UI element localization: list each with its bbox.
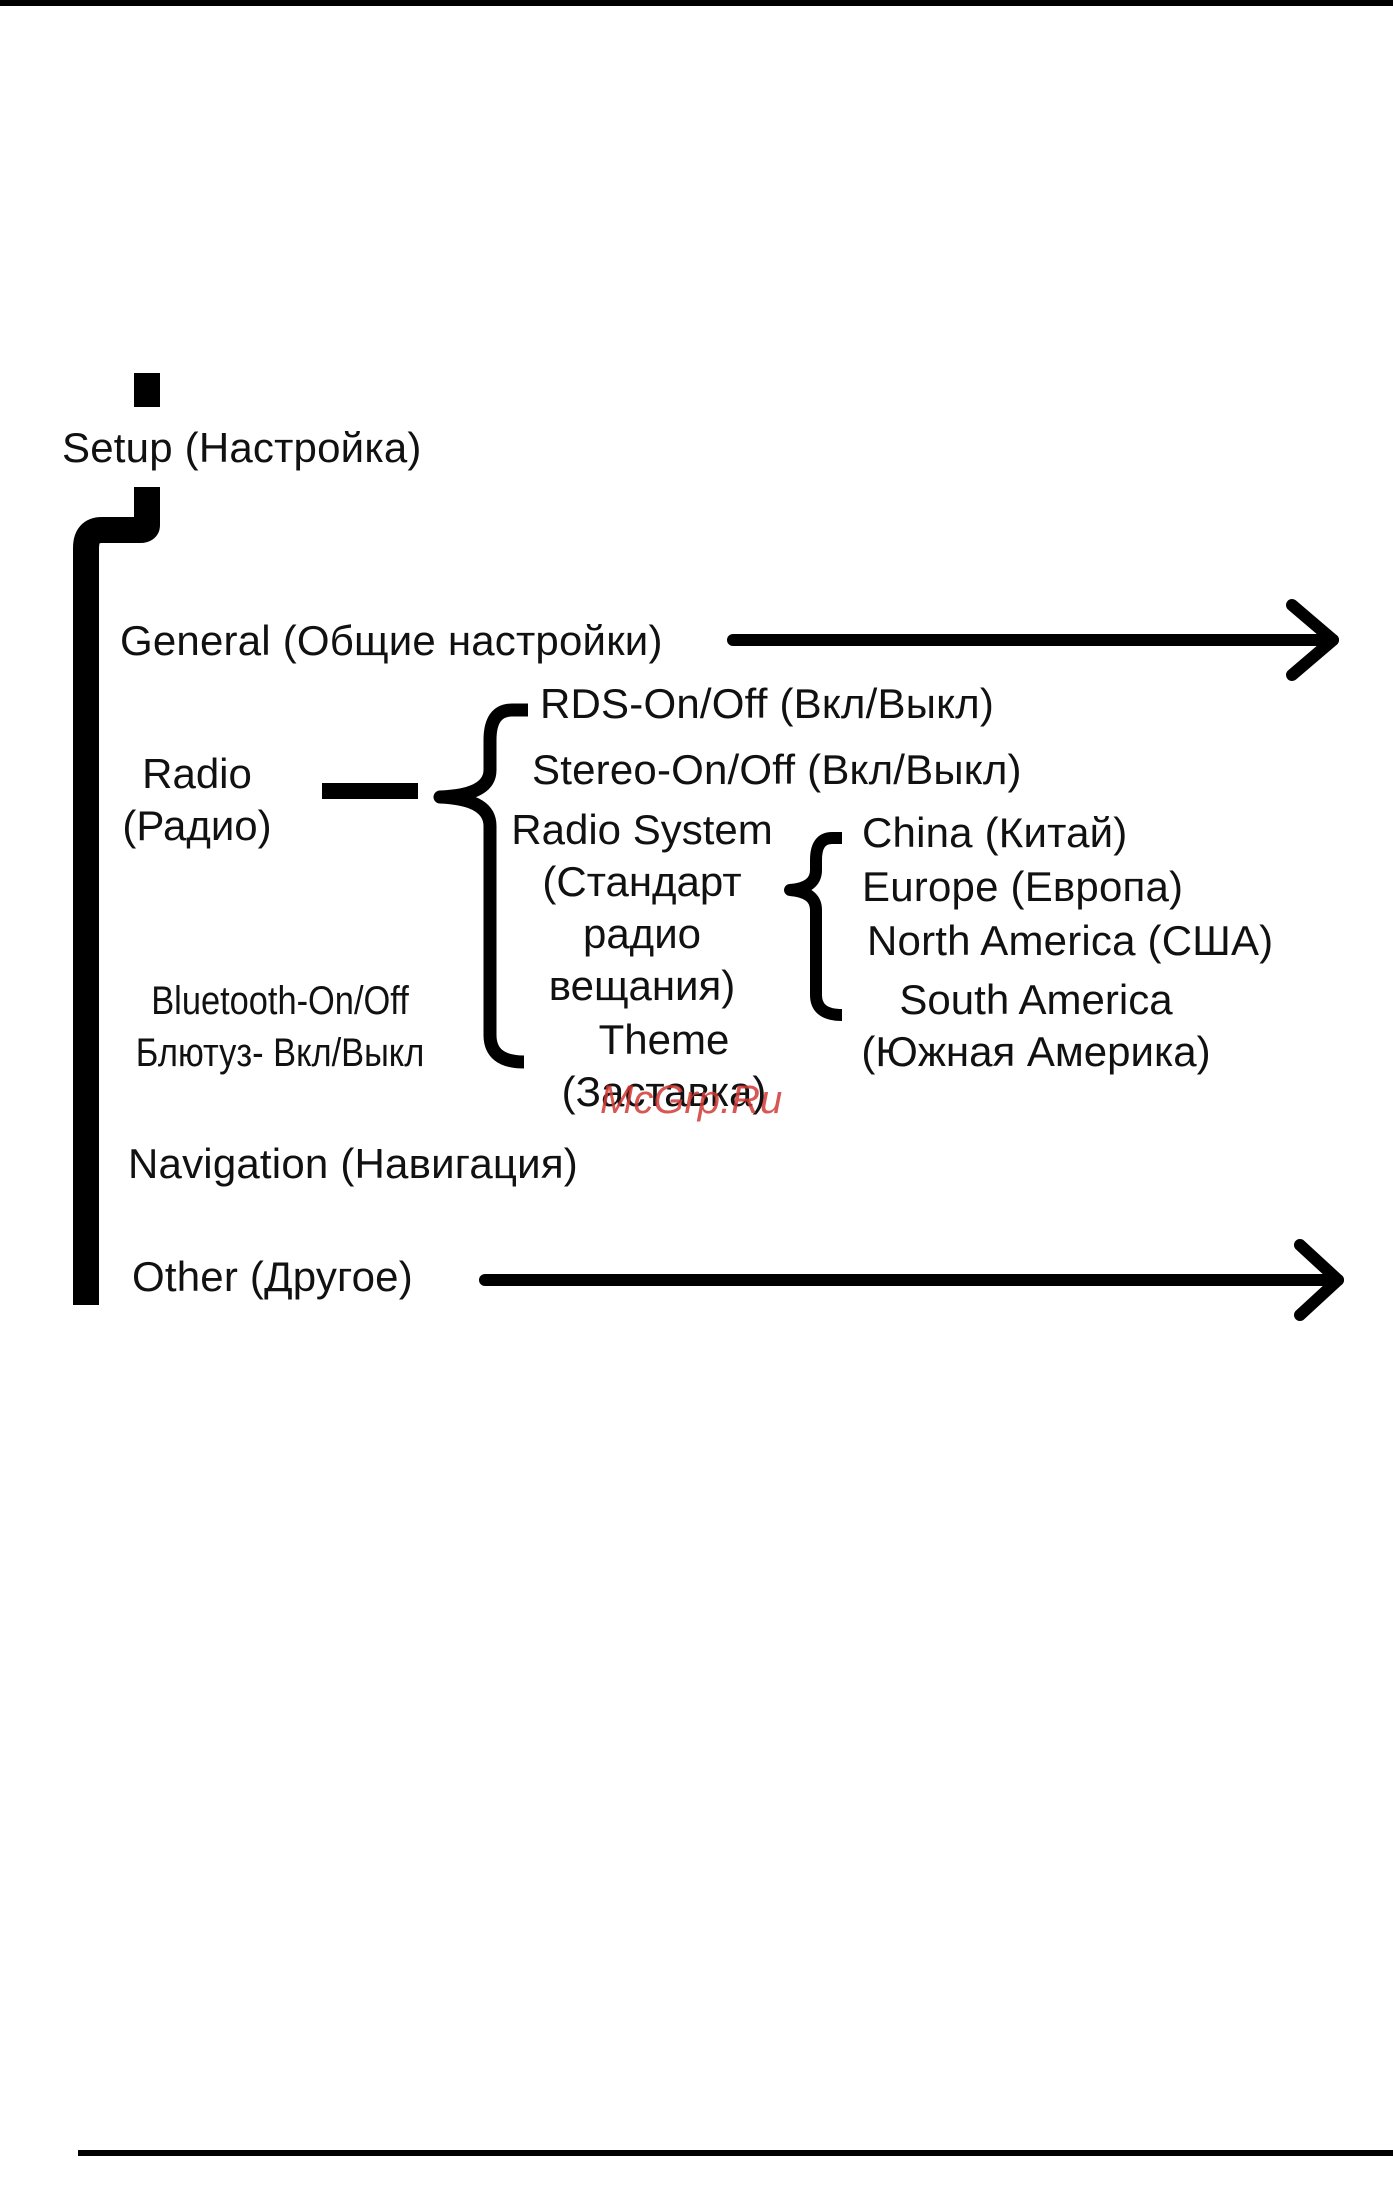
radio-system-option: Radio System (Стандарт радио вещания) (511, 804, 772, 1012)
top-rule (0, 0, 1393, 6)
stereo-option: Stereo-On/Off (Вкл/Выкл) (532, 746, 1022, 793)
radio-options-brace (433, 703, 528, 1069)
navigation-label: Navigation (Навигация) (128, 1140, 578, 1187)
bottom-rule (78, 2150, 1393, 2156)
region-south-america: South America (Южная Америка) (861, 974, 1210, 1078)
radio-system-line2: (Стандарт (542, 858, 742, 905)
radio-label: Radio (Радио) (122, 748, 271, 852)
radio-system-line4: вещания) (548, 962, 736, 1009)
radio-system-line1: Radio System (511, 806, 773, 853)
region-north-america: North America (США) (867, 917, 1274, 964)
region-south-america-line2: (Южная Америка) (861, 1028, 1211, 1075)
radio-label-line1: Radio (142, 750, 252, 797)
region-china: China (Китай) (862, 809, 1128, 856)
radio-label-line2: (Радио) (122, 802, 272, 849)
bluetooth-label-line1: Bluetooth-On/Off (151, 979, 409, 1023)
other-label: Other (Другое) (132, 1253, 413, 1300)
bluetooth-label: Bluetooth-On/Off Блютуз- Вкл/Выкл (136, 975, 425, 1079)
theme-line2: (Заставка) (561, 1068, 767, 1115)
bluetooth-label-line2: Блютуз- Вкл/Выкл (135, 1031, 425, 1075)
theme-line1: Theme (598, 1016, 730, 1063)
general-arrow-head (1286, 599, 1339, 681)
watermark: McGrp.Ru (600, 1078, 783, 1122)
main-trunk (73, 487, 160, 1305)
general-label: General (Общие настройки) (120, 617, 663, 664)
region-europe: Europe (Европа) (862, 863, 1184, 910)
radio-system-line3: радио (582, 910, 702, 957)
other-arrow-head (1294, 1239, 1344, 1321)
setup-label: Setup (Настройка) (62, 424, 422, 471)
regions-brace (784, 832, 843, 1021)
theme-option: Theme (Заставка) (562, 1014, 767, 1118)
rds-option: RDS-On/Off (Вкл/Выкл) (540, 680, 995, 727)
region-south-america-line1: South America (899, 976, 1173, 1023)
